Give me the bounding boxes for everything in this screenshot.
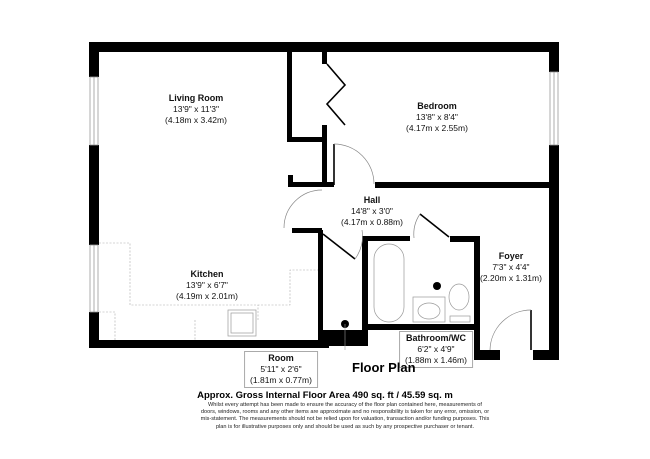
room-dims-metric: (1.81m x 0.77m) xyxy=(250,375,312,385)
room-name: Foyer xyxy=(498,251,524,261)
room-label-living-room: Living Room 13'9" x 11'3" (4.18m x 3.42m… xyxy=(165,93,227,126)
room-dims-imperial: 13'8" x 8'4" xyxy=(416,112,458,122)
floor-plan-title: Floor Plan xyxy=(352,360,416,375)
room-dims-metric: (4.18m x 3.42m) xyxy=(165,115,227,125)
room-label-bedroom: Bedroom 13'8" x 8'4" (4.17m x 2.55m) xyxy=(406,101,468,134)
room-dims-imperial: 14'8" x 3'0" xyxy=(351,206,393,216)
room-dims-imperial: 6'2" x 4'9" xyxy=(417,344,455,354)
room-dims-metric: (4.19m x 2.01m) xyxy=(176,291,238,301)
door-leaves xyxy=(322,63,532,350)
kitchen-sink xyxy=(227,309,257,337)
door-swings xyxy=(283,143,532,351)
room-label-bathroom: Bathroom/WC 6'2" x 4'9" (1.88m x 1.46m) xyxy=(399,331,473,368)
room-dims-metric: (1.88m x 1.46m) xyxy=(405,355,467,365)
room-name: Bathroom/WC xyxy=(405,333,466,343)
walls xyxy=(89,42,559,360)
room-label-foyer: Foyer 7'3" x 4'4" (2.20m x 1.31m) xyxy=(480,251,542,284)
room-dims-imperial: 7'3" x 4'4" xyxy=(492,262,530,272)
room-name: Room xyxy=(268,353,294,363)
pipe-points xyxy=(341,282,441,328)
room-name: Hall xyxy=(363,195,381,205)
room-name: Bedroom xyxy=(417,101,457,111)
room-dims-metric: (4.17m x 2.55m) xyxy=(406,123,468,133)
kitchen-counters xyxy=(99,242,318,340)
bathroom-fixtures xyxy=(373,243,471,323)
room-label-room: Room 5'11" x 2'6" (1.81m x 0.77m) xyxy=(244,351,318,388)
gross-area-text: Approx. Gross Internal Floor Area 490 sq… xyxy=(197,390,453,401)
room-name: Living Room xyxy=(168,93,224,103)
room-dims-metric: (4.17m x 0.88m) xyxy=(341,217,403,227)
disclaimer-text: Whilst every attempt has been made to en… xyxy=(200,402,490,430)
room-dims-imperial: 13'9" x 11'3" xyxy=(172,104,219,114)
windows xyxy=(89,71,559,313)
room-label-kitchen: Kitchen 13'9" x 6'7" (4.19m x 2.01m) xyxy=(176,269,238,302)
room-label-hall: Hall 14'8" x 3'0" (4.17m x 0.88m) xyxy=(341,195,403,228)
room-name: Kitchen xyxy=(190,269,224,279)
room-dims-metric: (2.20m x 1.31m) xyxy=(480,273,542,283)
room-dims-imperial: 13'9" x 6'7" xyxy=(186,280,228,290)
room-dims-imperial: 5'11" x 2'6" xyxy=(260,364,302,374)
